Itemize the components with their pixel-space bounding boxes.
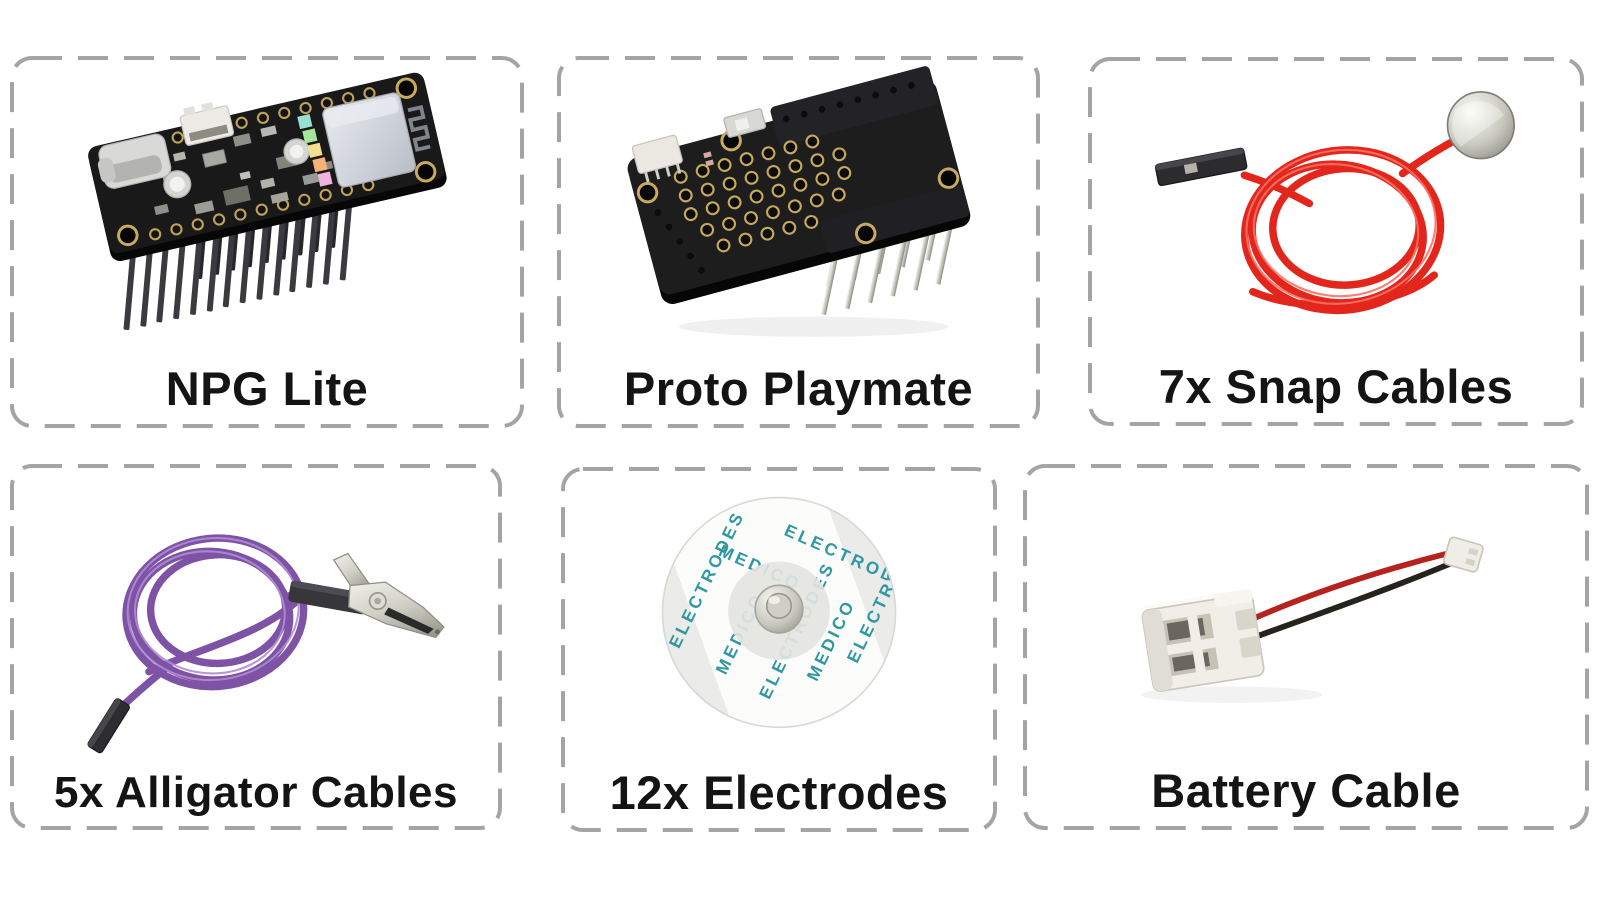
usb-c-connector bbox=[97, 133, 172, 189]
wire-entry-upper bbox=[1235, 608, 1257, 631]
kit-item-label: NPG Lite bbox=[165, 362, 369, 415]
kit-item-label: Proto Playmate bbox=[623, 362, 974, 415]
kit-item-card-alligator-cables: 5x Alligator Cables bbox=[10, 464, 502, 830]
kit-item-card-npg-lite: NPG Lite bbox=[10, 56, 524, 428]
red-wire bbox=[1249, 551, 1449, 622]
black-wire bbox=[1252, 560, 1453, 640]
kit-item-card-snap-cables: 7x Snap Cables bbox=[1088, 57, 1584, 426]
battery-cable-illustration bbox=[1141, 536, 1484, 703]
kit-item-label: 7x Snap Cables bbox=[1158, 360, 1514, 413]
npg-lite-image bbox=[22, 66, 512, 352]
kit-item-label: 12x Electrodes bbox=[609, 766, 949, 819]
proto-board bbox=[627, 66, 971, 304]
clip-metal bbox=[332, 552, 445, 639]
stud-highlight bbox=[768, 595, 780, 605]
dupont-connector bbox=[87, 698, 130, 754]
header-rail-holes bbox=[782, 81, 915, 123]
dupont-connector bbox=[1154, 147, 1248, 187]
edge-pads-bottom bbox=[149, 178, 375, 241]
header-pins-front bbox=[123, 203, 353, 331]
kit-item-label: 5x Alligator Cables bbox=[54, 768, 458, 817]
smd-pad bbox=[703, 151, 712, 159]
esp-module-shield bbox=[322, 92, 416, 188]
snap-button bbox=[1446, 91, 1515, 160]
alligator-clip bbox=[288, 552, 445, 639]
wire-entry-lower bbox=[1239, 636, 1262, 658]
kit-item-card-proto-playmate: Proto Playmate bbox=[557, 56, 1040, 428]
battery-connector-housing bbox=[1141, 589, 1265, 693]
mounting-holes bbox=[636, 129, 960, 245]
battery-wires bbox=[1249, 551, 1453, 640]
npg-lite-board-illustration bbox=[88, 72, 447, 331]
led-strip bbox=[297, 113, 333, 187]
jst-plug bbox=[1443, 536, 1484, 573]
cable-highlight bbox=[1245, 148, 1437, 305]
red-cable-coil bbox=[1240, 127, 1477, 315]
pcb-board bbox=[88, 72, 447, 262]
board-shadow bbox=[679, 316, 949, 337]
left-edge-holes bbox=[654, 209, 705, 274]
alligator-cable-illustration bbox=[87, 534, 445, 754]
kit-item-card-electrodes: ELECTRODES MEDICO ELECTRODES MEDICO ELEC… bbox=[561, 467, 997, 832]
proto-hole-grid bbox=[673, 134, 852, 253]
disc-edge bbox=[661, 496, 897, 729]
snap-cable-illustration bbox=[1154, 91, 1515, 315]
alligator-cables-image bbox=[22, 474, 490, 754]
ecg-electrode-illustration: ELECTRODES MEDICO ELECTRODES MEDICO ELEC… bbox=[661, 496, 897, 729]
battery-cable-image bbox=[1035, 474, 1577, 754]
smd-pad bbox=[705, 159, 714, 167]
jst-connector bbox=[631, 134, 683, 183]
proto-playmate-illustration bbox=[627, 66, 971, 337]
snap-cables-image bbox=[1100, 67, 1572, 350]
kit-item-card-battery-cable: Battery Cable bbox=[1023, 464, 1589, 830]
connector-shadow bbox=[1141, 686, 1323, 703]
female-header-rail-top bbox=[770, 66, 938, 146]
push-buttons bbox=[163, 138, 310, 199]
electrodes-image: ELECTRODES MEDICO ELECTRODES MEDICO ELEC… bbox=[573, 477, 985, 756]
jst-connector bbox=[179, 102, 235, 146]
slide-switch bbox=[723, 108, 767, 138]
kit-item-label: Battery Cable bbox=[1151, 764, 1461, 817]
proto-playmate-image bbox=[569, 66, 1028, 352]
antenna-trace bbox=[407, 104, 431, 152]
